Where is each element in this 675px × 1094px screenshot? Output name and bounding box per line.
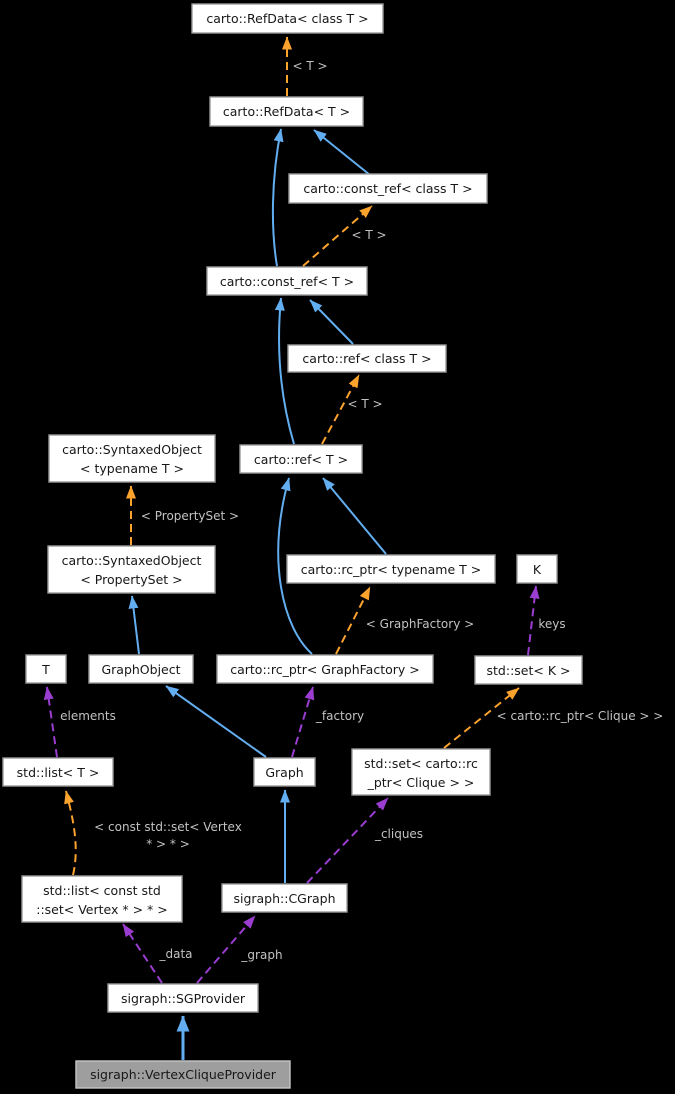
- edge-label-propertyset: < PropertySet >: [141, 509, 239, 523]
- node-label-line2: ::set< Vertex * > * >: [36, 902, 168, 917]
- edge-label-factory: _factory: [315, 709, 364, 723]
- edge-usage-cliques: [306, 797, 389, 884]
- node-sigraph-vertexcliqueprovider: sigraph::VertexCliqueProvider: [75, 1060, 291, 1089]
- edge-usage-data: [122, 923, 163, 984]
- node-carto-syntaxedobject-propertyset[interactable]: carto::SyntaxedObject < PropertySet >: [47, 545, 216, 594]
- edge-template-constref: [302, 205, 373, 267]
- edge-label-template-t-3: < T >: [347, 397, 382, 411]
- edge-label-template-t-1: < T >: [292, 59, 327, 73]
- edge-usage-keys: [527, 585, 540, 656]
- node-label-line1: std::list< const std: [43, 883, 161, 898]
- node-label: carto::rc_ptr< GraphFactory >: [230, 662, 420, 677]
- edge-inherit-graphobject-to-syntaxedobject: [128, 595, 140, 655]
- node-std-list-const-std-set-vertex[interactable]: std::list< const std ::set< Vertex * > *…: [21, 875, 183, 923]
- edge-inherit-rcptr-typename-to-ref-t: [322, 477, 387, 555]
- edge-label-clique: < carto::rc_ptr< Clique > >: [497, 709, 664, 723]
- node-label: T: [41, 662, 50, 677]
- node-label: GraphObject: [101, 662, 180, 677]
- node-label: std::list< T >: [17, 765, 100, 780]
- node-carto-refdata-class-t[interactable]: carto::RefData< class T >: [191, 3, 384, 34]
- edge-label-elements: elements: [60, 709, 116, 723]
- node-label: sigraph::SGProvider: [121, 991, 246, 1006]
- edge-inherit-constref-t-to-refdata-t: [271, 128, 284, 267]
- node-carto-refdata-t[interactable]: carto::RefData< T >: [209, 96, 364, 127]
- node-label: carto::const_ref< class T >: [303, 181, 472, 196]
- edge-label-const-set-line2: * > * >: [146, 837, 190, 851]
- edge-label-cliques: _cliques: [374, 827, 423, 841]
- node-label: carto::const_ref< T >: [220, 274, 354, 289]
- node-sigraph-sgprovider[interactable]: sigraph::SGProvider: [107, 983, 259, 1013]
- node-label-line1: carto::SyntaxedObject: [62, 553, 202, 568]
- edge-label-const-set-line1: < const std::set< Vertex: [94, 820, 242, 834]
- edge-usage-elements: [43, 686, 58, 758]
- node-carto-const-ref-class-t[interactable]: carto::const_ref< class T >: [288, 173, 488, 204]
- node-label: Graph: [265, 765, 303, 780]
- node-label-line2: < PropertySet >: [80, 572, 182, 587]
- edge-inherit-rcptr-graphfactory-to-ref-t: [277, 477, 313, 655]
- edge-usage-factory: [291, 686, 315, 758]
- node-carto-ref-class-t[interactable]: carto::ref< class T >: [287, 344, 447, 373]
- node-label: carto::ref< T >: [254, 452, 348, 467]
- node-std-list-t[interactable]: std::list< T >: [2, 757, 114, 787]
- node-graphobject[interactable]: GraphObject: [88, 654, 194, 684]
- edge-template-ref: [321, 374, 360, 445]
- node-label: carto::RefData< T >: [223, 104, 350, 119]
- node-label-line2: _ptr< Clique > >: [367, 775, 475, 790]
- node-carto-rc-ptr-typename-t[interactable]: carto::rc_ptr< typename T >: [286, 554, 496, 584]
- edge-inherit-graph-to-graphobject: [165, 685, 267, 758]
- edge-template-list: [64, 790, 77, 876]
- node-sigraph-cgraph[interactable]: sigraph::CGraph: [221, 883, 348, 913]
- node-carto-syntaxedobject-typename-t[interactable]: carto::SyntaxedObject < typename T >: [48, 434, 216, 483]
- node-graph[interactable]: Graph: [253, 757, 316, 787]
- node-label: sigraph::VertexCliqueProvider: [90, 1067, 277, 1082]
- edge-label-keys: keys: [538, 617, 565, 631]
- node-label-line1: std::set< carto::rc: [364, 756, 478, 771]
- edge-label-graph: _graph: [240, 948, 282, 962]
- node-label: carto::rc_ptr< typename T >: [301, 562, 481, 577]
- edge-inherit-ref-classt-to-constref-t: [309, 299, 354, 345]
- node-label: K: [533, 562, 542, 577]
- node-label-line1: carto::SyntaxedObject: [62, 442, 202, 457]
- edge-label-graphfactory: < GraphFactory >: [366, 617, 474, 631]
- node-carto-const-ref-t[interactable]: carto::const_ref< T >: [206, 266, 368, 296]
- node-carto-ref-t[interactable]: carto::ref< T >: [239, 444, 363, 474]
- edge-label-data: _data: [158, 947, 192, 961]
- edge-template-set: [443, 687, 520, 749]
- node-std-set-carto-rc-ptr-clique[interactable]: std::set< carto::rc _ptr< Clique > >: [351, 748, 491, 796]
- node-label: carto::RefData< class T >: [206, 11, 368, 26]
- edge-label-template-t-2: < T >: [351, 228, 386, 242]
- edge-usage-graph: [196, 915, 256, 984]
- node-label: sigraph::CGraph: [233, 891, 335, 906]
- node-t[interactable]: T: [25, 654, 67, 684]
- node-label: std::set< K >: [487, 663, 571, 678]
- node-carto-rc-ptr-graphfactory[interactable]: carto::rc_ptr< GraphFactory >: [216, 654, 434, 684]
- node-label: carto::ref< class T >: [302, 351, 431, 366]
- node-std-set-k[interactable]: std::set< K >: [474, 655, 583, 685]
- edge-inherit-ref-t-to-constref-t: [274, 297, 295, 445]
- edge-inherit-constref-classt-to-refdata-t: [313, 129, 371, 176]
- node-label-line2: < typename T >: [80, 461, 184, 476]
- node-k[interactable]: K: [516, 554, 558, 584]
